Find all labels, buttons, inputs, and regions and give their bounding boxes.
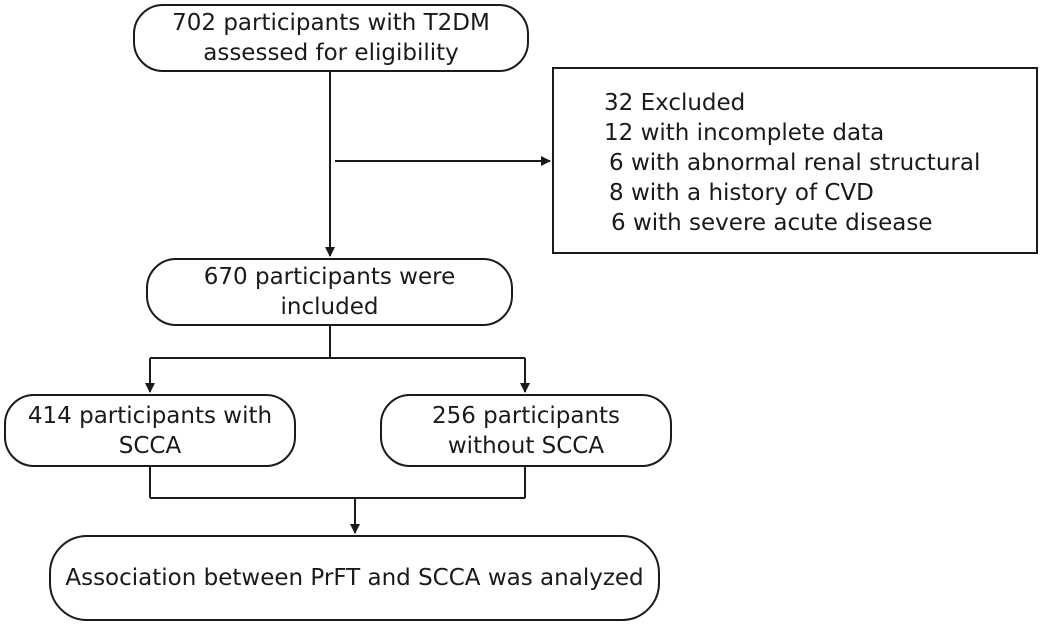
excluded-reason: 6 with severe acute disease <box>611 210 933 236</box>
included-line1: 670 participants were <box>203 264 456 290</box>
with-scca-box: 414 participants with SCCA <box>4 394 296 467</box>
with-scca-line1: 414 participants with <box>27 402 273 429</box>
excluded-title: 32 Excluded <box>604 90 746 116</box>
excluded-reason: 8 with a history of CVD <box>609 180 874 206</box>
eligibility-line1: 702 participants with T2DM <box>172 10 490 36</box>
analysis-line1: Association between PrFT and SCCA was an… <box>65 565 644 591</box>
with-scca-line2: SCCA <box>118 432 182 459</box>
excluded-reason: 12 with incomplete data <box>604 120 885 146</box>
analysis-box: Association between PrFT and SCCA was an… <box>49 535 660 621</box>
included-line2: included <box>280 294 379 320</box>
excluded-reason: 6 with abnormal renal structural <box>609 150 981 176</box>
without-scca-line2: without SCCA <box>447 432 605 459</box>
included-box: 670 participants were included <box>146 258 513 326</box>
eligibility-line2: assessed for eligibility <box>203 40 459 66</box>
excluded-box: 32 Excluded 12 with incomplete data 6 wi… <box>552 67 1038 254</box>
without-scca-box: 256 participants without SCCA <box>380 394 672 467</box>
without-scca-line1: 256 participants <box>431 402 621 429</box>
eligibility-box: 702 participants with T2DM assessed for … <box>133 4 529 72</box>
